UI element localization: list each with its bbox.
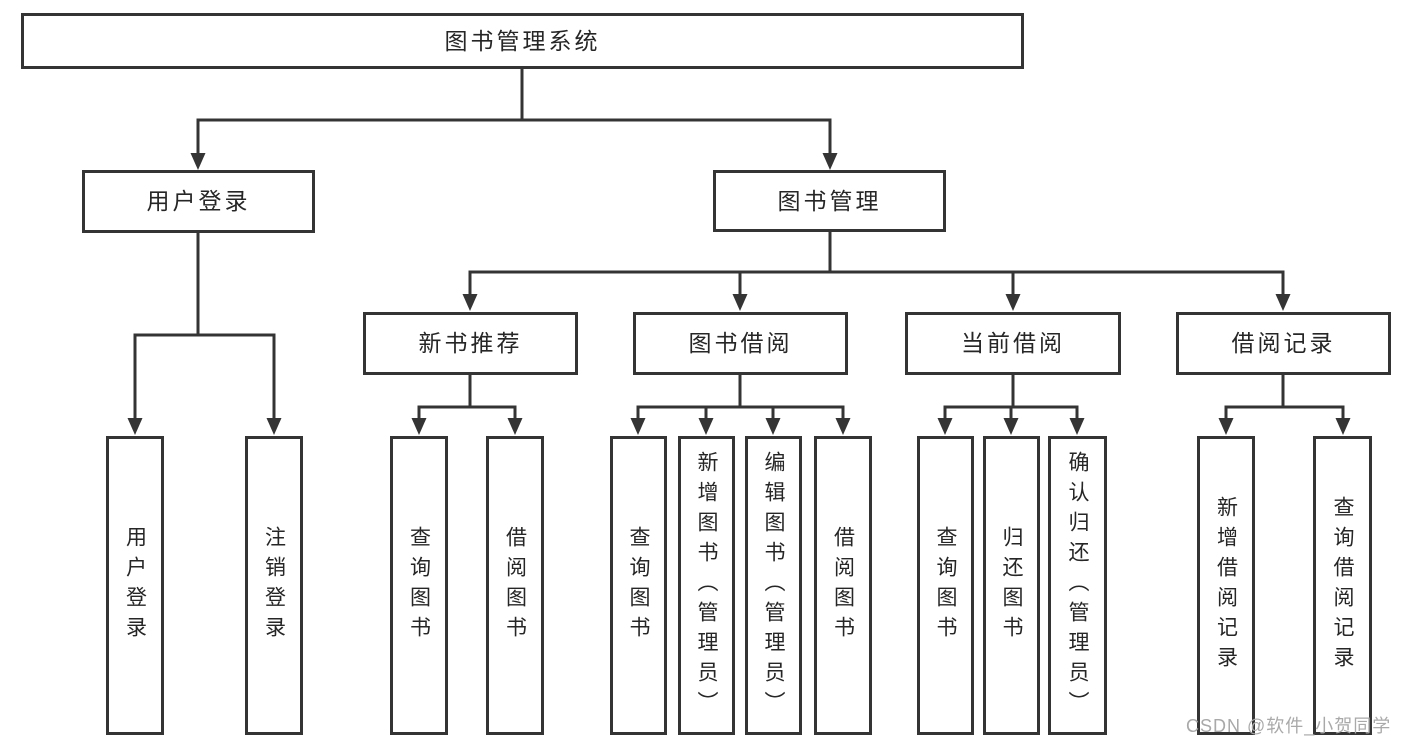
leaf-edit-books-admin-label: 编辑图书（管理员） (762, 450, 785, 721)
csdn-watermark: CSDN @软件_小贺同学 (1186, 716, 1392, 736)
arrowhead (1003, 418, 1019, 435)
leaf-add-books-admin: 新增图书（管理员） (678, 436, 735, 735)
connector-current-borrow-children (943, 375, 1079, 421)
arrowhead (1069, 418, 1085, 435)
leaf-logout-label: 注销登录 (262, 525, 286, 646)
node-new-book-recommend-label: 新书推荐 (418, 330, 523, 356)
leaf-borrow-books-1: 借阅图书 (486, 436, 544, 735)
node-book-borrow-label: 图书借阅 (688, 330, 793, 356)
connector-user-login-children (133, 233, 276, 421)
leaf-return-books-label: 归还图书 (1000, 525, 1023, 646)
leaf-add-books-admin-label: 新增图书（管理员） (695, 450, 718, 721)
arrowhead (507, 418, 523, 435)
arrowhead (765, 418, 781, 435)
arrowhead (1218, 418, 1234, 435)
connector-root-to-level2 (196, 69, 832, 155)
node-borrow-record-label: 借阅记录 (1231, 330, 1336, 356)
connector-book-management-children (468, 232, 1285, 297)
arrowhead (411, 418, 427, 435)
leaf-add-borrow-record: 新增借阅记录 (1197, 436, 1255, 735)
leaf-query-books-3-label: 查询图书 (934, 525, 957, 646)
node-user-login-label: 用户登录 (146, 188, 251, 214)
leaf-borrow-books-2: 借阅图书 (814, 436, 872, 735)
arrowhead (698, 418, 714, 435)
arrowhead (937, 418, 953, 435)
leaf-return-books: 归还图书 (983, 436, 1040, 735)
leaf-query-books-1: 查询图书 (390, 436, 448, 735)
node-current-borrow: 当前借阅 (905, 312, 1121, 375)
leaf-query-books-2: 查询图书 (610, 436, 667, 735)
arrowhead (630, 418, 646, 435)
leaf-add-borrow-record-label: 新增借阅记录 (1214, 495, 1238, 676)
leaf-borrow-books-1-label: 借阅图书 (503, 525, 527, 646)
leaf-confirm-return-admin: 确认归还（管理员） (1048, 436, 1107, 735)
arrowhead (127, 418, 143, 435)
leaf-query-books-2-label: 查询图书 (627, 525, 650, 646)
node-book-borrow: 图书借阅 (633, 312, 848, 375)
arrowhead (1335, 418, 1351, 435)
node-system-root: 图书管理系统 (21, 13, 1024, 69)
leaf-query-borrow-record: 查询借阅记录 (1313, 436, 1372, 735)
leaf-logout: 注销登录 (245, 436, 303, 735)
node-book-management-label: 图书管理 (777, 187, 882, 214)
leaf-user-login-label: 用户登录 (123, 525, 147, 646)
leaf-query-books-1-label: 查询图书 (407, 525, 431, 646)
leaf-borrow-books-2-label: 借阅图书 (831, 525, 855, 646)
node-new-book-recommend: 新书推荐 (363, 312, 578, 375)
node-system-root-label: 图书管理系统 (444, 27, 601, 54)
arrowhead (1005, 294, 1021, 311)
node-current-borrow-label: 当前借阅 (961, 330, 1065, 356)
connector-new-book-recommend-children (417, 375, 517, 421)
node-user-login: 用户登录 (82, 170, 315, 233)
arrowhead (835, 418, 851, 435)
arrowhead (732, 294, 748, 311)
arrowhead (266, 418, 282, 435)
arrowhead (1275, 294, 1291, 311)
arrowhead (190, 153, 206, 170)
arrowhead (462, 294, 478, 311)
node-book-management: 图书管理 (713, 170, 946, 232)
leaf-query-books-3: 查询图书 (917, 436, 974, 735)
node-borrow-record: 借阅记录 (1176, 312, 1391, 375)
arrowhead (822, 153, 838, 170)
leaf-query-borrow-record-label: 查询借阅记录 (1331, 495, 1354, 676)
leaf-edit-books-admin: 编辑图书（管理员） (745, 436, 802, 735)
leaf-user-login: 用户登录 (106, 436, 164, 735)
leaf-confirm-return-admin-label: 确认归还（管理员） (1066, 450, 1089, 721)
connector-book-borrow-children (636, 375, 845, 421)
connector-borrow-record-children (1224, 375, 1345, 421)
